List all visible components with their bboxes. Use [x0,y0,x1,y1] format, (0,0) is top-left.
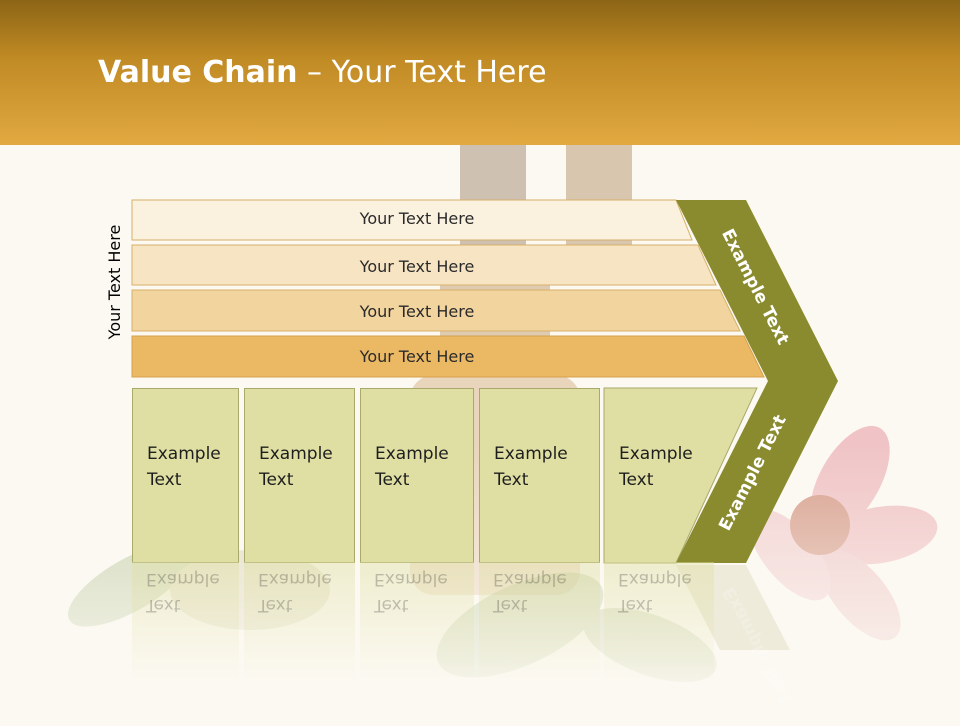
cell-5-reflection-line2: Text [618,595,653,615]
cell-1-reflection: Text Example [132,562,239,682]
slide-title: Value Chain – Your Text Here [98,55,547,90]
cell-3-line1: Example [375,444,449,464]
band-4-label: Your Text Here [359,347,475,366]
chevron-reflection [676,565,790,650]
cell-3-reflection-line2: Text [374,595,409,615]
header-bar: Value Chain – Your Text Here [0,0,960,145]
band-1 [131,199,693,241]
band-3 [131,289,741,332]
band-1-label: Your Text Here [359,209,475,228]
band-3-label: Your Text Here [359,302,475,321]
cell-4-reflection-line1: Example [493,569,567,589]
cell-2-line1: Example [259,444,333,464]
cell-3-reflection: Text Example [360,562,474,682]
cell-4-reflection-line2: Text [493,595,528,615]
cell-5-reflection: Text Example [604,562,714,682]
cell-4-reflection: Text Example [479,562,600,682]
cell-2-line2: Text [259,470,294,490]
cell-1-reflection-line2: Text [146,595,181,615]
chevron-arrow [676,200,838,563]
cell-2-reflection-line1: Example [258,569,332,589]
cell-5-line1: Example [619,444,693,464]
cell-1-line1: Example [147,444,221,464]
title-rest: – Your Text Here [297,55,547,90]
cell-1-reflection-line1: Example [146,569,220,589]
cell-4-line1: Example [494,444,568,464]
cell-5-line2: Text [619,470,654,490]
cell-5-reflection-line1: Example [618,569,692,589]
cell-2-reflection: Text Example [244,562,355,682]
cell-2-reflection-line2: Text [258,595,293,615]
band-4 [131,335,765,378]
title-bold: Value Chain [98,55,298,90]
band-2 [131,244,717,286]
band-2-label: Your Text Here [359,257,475,276]
cell-3-line2: Text [375,470,410,490]
cell-3-reflection-line1: Example [374,569,448,589]
cell-4-line2: Text [494,470,529,490]
cell-1-line2: Text [147,470,182,490]
